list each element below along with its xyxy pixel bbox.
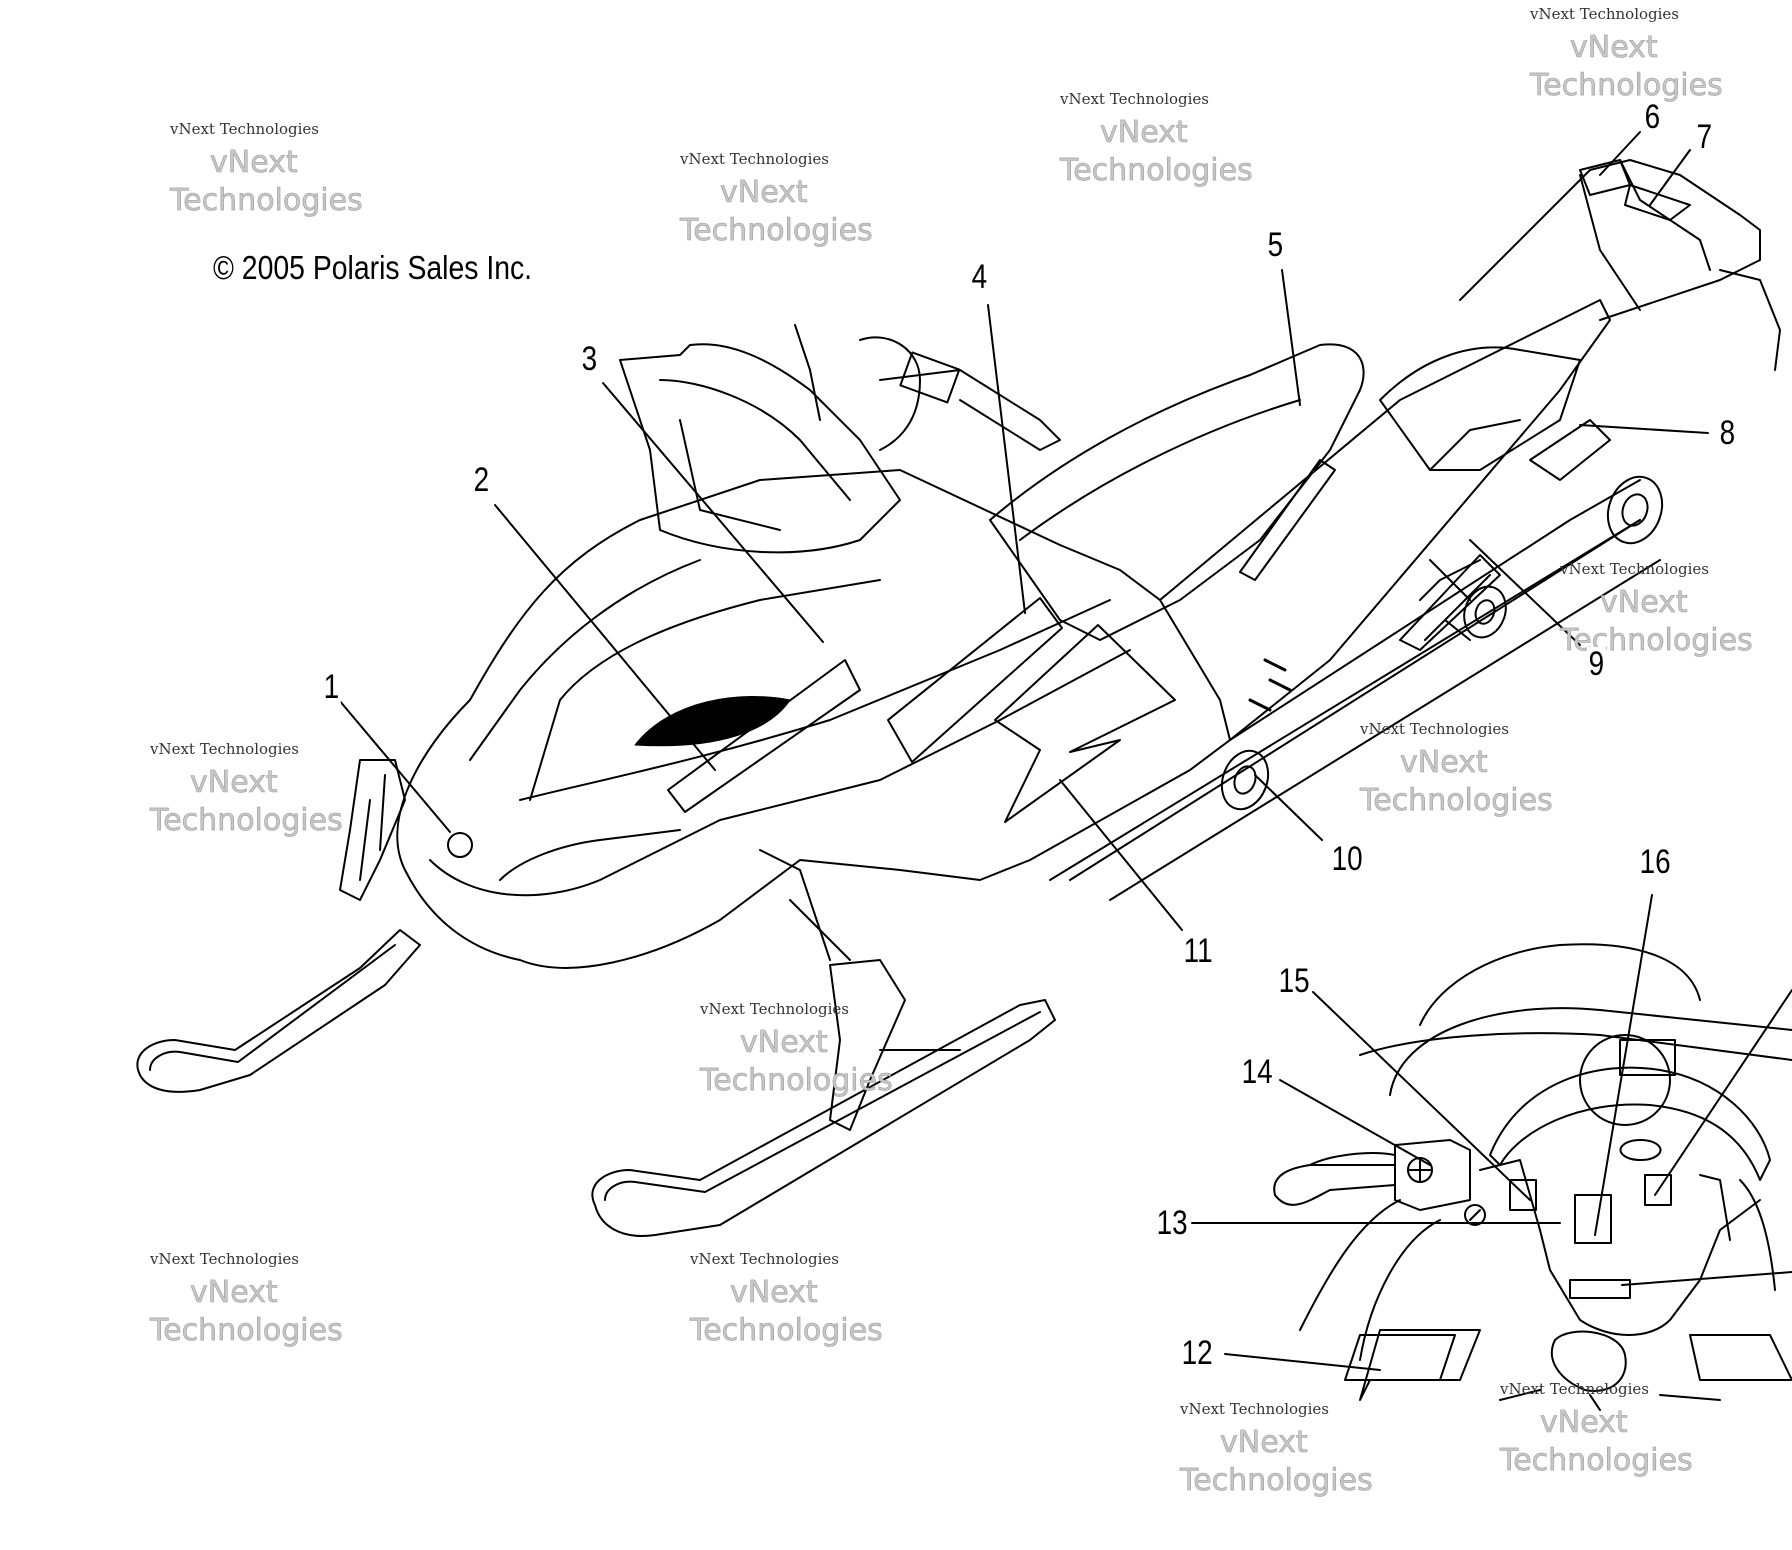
snowmobile-illustration [136,159,1781,1237]
track [1069,475,1664,901]
callout-1: 1 [322,668,341,706]
callout-11: 11 [1182,932,1215,970]
tunnel [1049,299,1641,881]
decal-5-outline [1239,459,1336,581]
callout-8: 8 [1718,414,1737,452]
leader-lines [338,131,1792,1371]
decal-7-outline [1624,184,1691,221]
callout-4: 4 [970,258,989,296]
handlebar [794,324,1061,451]
rear-bumper [1459,159,1781,371]
hood [396,469,1231,969]
callout-10: 10 [1330,840,1365,878]
decal-12-outline [1344,1334,1456,1381]
callout-13: 13 [1155,1204,1190,1242]
windshield [619,343,901,554]
decal-11-outline [994,624,1176,823]
left-ski [136,759,421,1093]
callout-5: 5 [1266,226,1285,264]
callout-14: 14 [1240,1053,1275,1091]
callout-3: 3 [580,340,599,378]
callout-7: 7 [1695,118,1714,156]
callout-15: 15 [1277,962,1312,1000]
decal-8-outline [1529,419,1611,481]
dashboard-inset [1273,943,1792,1411]
callout-16: 16 [1638,843,1673,881]
right-ski [591,849,1056,1237]
decal-2-outline [667,659,861,813]
decal-4-outline [887,597,1063,763]
callout-6: 6 [1643,98,1662,136]
callout-12: 12 [1180,1334,1215,1372]
seat [989,343,1365,641]
callout-2: 2 [472,461,491,499]
callout-9: 9 [1587,645,1606,683]
copyright-notice: © 2005 Polaris Sales Inc. [213,249,533,286]
